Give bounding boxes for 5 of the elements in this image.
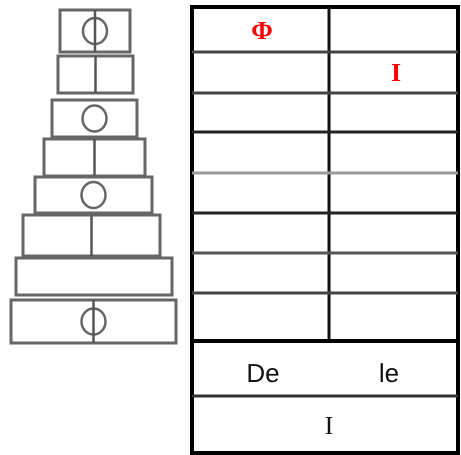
symbol-text: Φ	[251, 16, 273, 46]
table-cell-text: De	[246, 358, 280, 388]
table-cell-text: I	[324, 411, 334, 441]
table-cell-text: I	[390, 58, 402, 88]
table-cell-text: le	[378, 358, 400, 388]
